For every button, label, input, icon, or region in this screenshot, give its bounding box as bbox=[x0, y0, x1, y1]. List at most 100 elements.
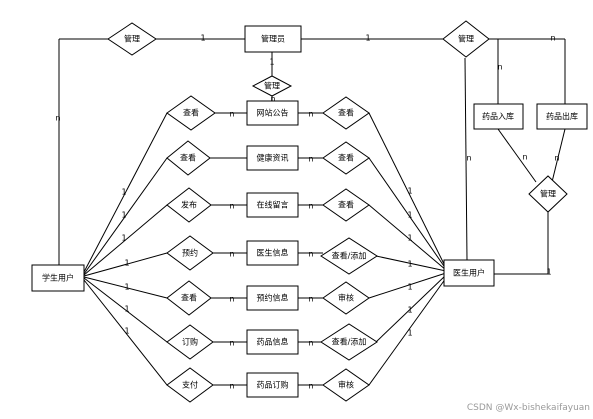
card-row3-a: n bbox=[229, 202, 234, 211]
card-row2-b: n bbox=[308, 155, 313, 164]
entity-drug-order[interactable]: 药品订购 bbox=[246, 372, 299, 398]
entity-drug-out[interactable]: 药品出库 bbox=[536, 103, 588, 130]
entity-student[interactable]: 学生用户 bbox=[31, 264, 85, 292]
rel-doctor-view-1-label: 查看 bbox=[338, 108, 354, 118]
card-d1: 1 bbox=[407, 187, 412, 196]
card-s5: 1 bbox=[124, 283, 129, 292]
edge-doctor-r1 bbox=[368, 112, 447, 269]
card-admin-center: 1 bbox=[269, 58, 274, 67]
card-row1-a: n bbox=[229, 110, 234, 119]
edge-student-r5 bbox=[83, 276, 168, 299]
card-s1: 1 bbox=[121, 188, 126, 197]
edge-student-r2 bbox=[83, 157, 168, 275]
card-manage-doctor: 1 bbox=[546, 268, 551, 277]
card-d2: 1 bbox=[407, 211, 412, 220]
rel-student-order-label: 订购 bbox=[182, 337, 198, 347]
card-s6: 1 bbox=[124, 305, 129, 314]
entity-announcement[interactable]: 网站公告 bbox=[246, 100, 299, 126]
entity-doctor-label: 医生用户 bbox=[453, 268, 485, 278]
entity-appointment-info-label: 预约信息 bbox=[257, 293, 289, 303]
card-d5: 1 bbox=[407, 283, 412, 292]
rel-student-publish[interactable]: 发布 bbox=[166, 187, 212, 223]
rel-student-view-1-label: 查看 bbox=[183, 108, 199, 118]
entity-admin-label: 管理员 bbox=[261, 34, 285, 44]
rel-manage-center[interactable]: 管理 bbox=[251, 75, 293, 97]
rel-student-reserve-label: 预约 bbox=[182, 248, 198, 258]
card-row7-a: n bbox=[229, 382, 234, 391]
edge-manage-doctor bbox=[464, 57, 468, 261]
rel-doctor-view-add-2[interactable]: 查看/添加 bbox=[320, 323, 378, 361]
rel-doctor-review-2-label: 审核 bbox=[338, 380, 354, 390]
rel-student-view-2-label: 查看 bbox=[180, 153, 196, 163]
entity-drug-info-label: 药品信息 bbox=[257, 337, 289, 347]
rel-manage-top-left-label: 管理 bbox=[124, 34, 140, 44]
entity-admin[interactable]: 管理员 bbox=[244, 25, 302, 53]
rel-doctor-view-1[interactable]: 查看 bbox=[322, 96, 370, 130]
rel-student-order[interactable]: 订购 bbox=[166, 324, 214, 360]
card-s7: 1 bbox=[124, 327, 129, 336]
entity-drug-info[interactable]: 药品信息 bbox=[246, 329, 299, 355]
edge-student-r4 bbox=[83, 252, 168, 277]
rel-doctor-review-1[interactable]: 审核 bbox=[322, 281, 370, 315]
rel-student-view-2[interactable]: 查看 bbox=[166, 140, 211, 176]
edge-drugin-manage bbox=[497, 128, 537, 183]
card-d6: 1 bbox=[407, 306, 412, 315]
entity-message[interactable]: 在线留言 bbox=[246, 192, 299, 218]
entity-appointment-info[interactable]: 预约信息 bbox=[246, 285, 299, 311]
card-drugin-manage: n bbox=[522, 153, 527, 162]
card-student-manage: n bbox=[55, 114, 60, 123]
rel-student-pay[interactable]: 支付 bbox=[166, 367, 214, 403]
entity-drug-out-label: 药品出库 bbox=[546, 111, 578, 121]
rel-manage-top-left[interactable]: 管理 bbox=[107, 22, 157, 56]
card-row5-a: n bbox=[229, 295, 234, 304]
entity-student-label: 学生用户 bbox=[42, 273, 74, 283]
card-drugout-top: n bbox=[550, 34, 555, 43]
card-row7-b: n bbox=[308, 382, 313, 391]
edge-doctor-r6 bbox=[375, 274, 447, 343]
rel-student-view-3-label: 查看 bbox=[181, 293, 197, 303]
rel-student-view-3[interactable]: 查看 bbox=[166, 280, 212, 316]
card-d4: 1 bbox=[407, 260, 412, 269]
rel-manage-top-right[interactable]: 管理 bbox=[442, 20, 490, 58]
card-row6-a: n bbox=[229, 339, 234, 348]
rel-doctor-view-2[interactable]: 查看 bbox=[322, 141, 370, 175]
card-d7: 1 bbox=[407, 329, 412, 338]
card-row1-b: n bbox=[308, 110, 313, 119]
rel-doctor-review-2[interactable]: 审核 bbox=[322, 368, 370, 402]
connectors bbox=[58, 38, 566, 386]
rel-student-pay-label: 支付 bbox=[182, 380, 198, 390]
entity-doctor-info[interactable]: 医生信息 bbox=[246, 240, 299, 266]
card-row6-b: n bbox=[308, 339, 313, 348]
card-drugin-top: n bbox=[497, 63, 502, 72]
entity-health-info-label: 健康资讯 bbox=[257, 153, 289, 163]
edge-drugout-manage bbox=[551, 128, 566, 183]
relationships: 管理 管理 管理 管理 查看 查看 发布 预约 bbox=[107, 20, 568, 403]
card-admin-left: 1 bbox=[200, 34, 205, 43]
card-d3: 1 bbox=[407, 234, 412, 243]
edge-student-r3 bbox=[83, 204, 168, 276]
entities: 管理员 学生用户 医生用户 药品入库 药品出库 网站公告 健康资讯 在线留言 bbox=[31, 25, 588, 398]
entity-drug-order-label: 药品订购 bbox=[257, 380, 289, 390]
rel-doctor-view-add-1-label: 查看/添加 bbox=[332, 251, 367, 261]
card-doctor-manage: n bbox=[466, 154, 471, 163]
rel-doctor-view-add-1[interactable]: 查看/添加 bbox=[320, 237, 378, 275]
rel-student-reserve[interactable]: 预约 bbox=[166, 235, 214, 271]
rel-manage-center-label: 管理 bbox=[264, 81, 280, 91]
entity-announcement-label: 网站公告 bbox=[257, 108, 289, 118]
card-row3-b: n bbox=[308, 202, 313, 211]
edge-doctor-r7 bbox=[368, 277, 447, 386]
entity-drug-in[interactable]: 药品入库 bbox=[473, 103, 524, 130]
card-s3: 1 bbox=[121, 234, 126, 243]
entity-doctor-info-label: 医生信息 bbox=[257, 248, 289, 258]
card-drugout-manage: n bbox=[554, 154, 559, 163]
entity-doctor[interactable]: 医生用户 bbox=[443, 259, 495, 287]
rel-doctor-view-3[interactable]: 查看 bbox=[322, 188, 370, 222]
rel-manage-right[interactable]: 管理 bbox=[528, 175, 568, 213]
rel-student-publish-label: 发布 bbox=[181, 200, 197, 210]
edge-doctor-r2 bbox=[368, 157, 447, 270]
entity-health-info[interactable]: 健康资讯 bbox=[246, 145, 299, 171]
rel-student-view-1[interactable]: 查看 bbox=[166, 95, 216, 131]
card-row5-b: n bbox=[308, 295, 313, 304]
rel-doctor-review-1-label: 审核 bbox=[338, 293, 354, 303]
watermark: CSDN @Wx-bishekaifayuan bbox=[467, 403, 590, 413]
